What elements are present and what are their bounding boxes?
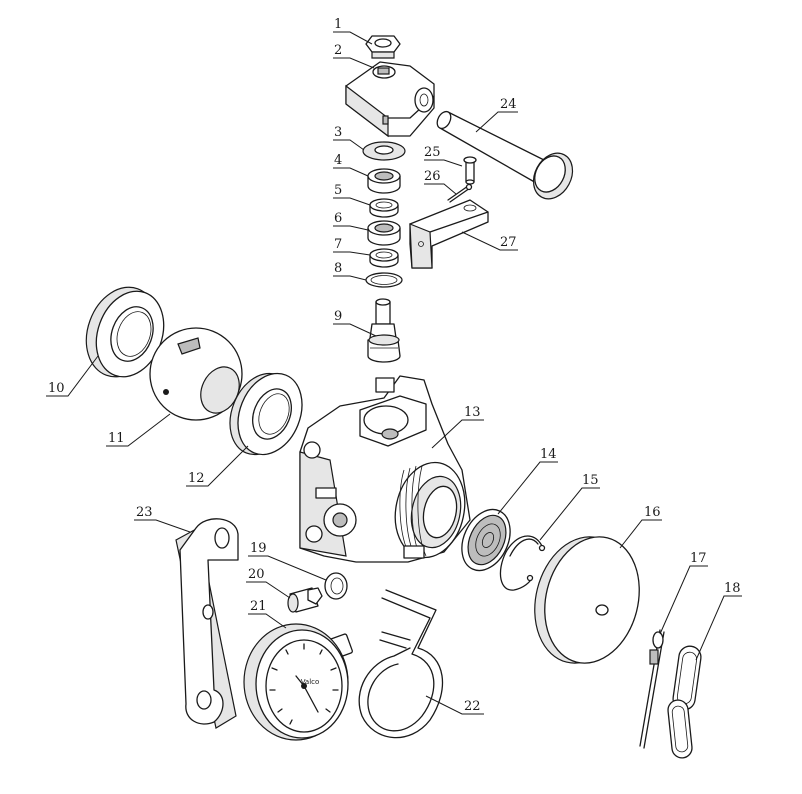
callout-23: 23 <box>136 505 153 520</box>
callout-22: 22 <box>464 699 481 714</box>
callout-24: 24 <box>500 97 517 112</box>
callout-13: 13 <box>464 405 481 420</box>
callout-3: 3 <box>334 125 342 140</box>
part-4-bushing <box>367 168 401 194</box>
callout-5: 5 <box>334 183 342 198</box>
gauge-tick-marks <box>269 643 339 725</box>
part-6-bearing <box>367 220 401 246</box>
callout-18: 18 <box>724 581 741 596</box>
callout-19: 19 <box>250 541 267 556</box>
part-10-seat-ring <box>85 286 165 378</box>
part-2-handle-lever <box>345 61 435 138</box>
part-1-hex-nut <box>365 35 401 59</box>
part-12-seat-ring <box>229 372 303 456</box>
part-14-strainer-disc <box>461 508 511 572</box>
callout-1: 1 <box>334 17 342 32</box>
part-24-long-pin <box>436 110 574 200</box>
part-17-lanyard <box>639 629 665 749</box>
part-18-chain-links <box>667 645 702 759</box>
callout-4: 4 <box>334 153 342 168</box>
part-8-o-ring <box>365 272 403 288</box>
callout-25: 25 <box>424 145 441 160</box>
part-20-plug <box>287 587 323 613</box>
callout-17: 17 <box>690 551 707 566</box>
part-27-bracket <box>409 199 489 269</box>
callout-9: 9 <box>334 309 342 324</box>
part-19-sealing-washer <box>324 572 348 600</box>
callout-14: 14 <box>540 447 557 462</box>
part-21-pressure-gauge: Valco <box>243 623 353 741</box>
part-13-valve-body <box>299 375 471 563</box>
part-23-flat-bracket <box>175 518 239 729</box>
callout-15: 15 <box>582 473 599 488</box>
gauge-brand-label: Valco <box>301 678 320 686</box>
callout-10: 10 <box>48 381 65 396</box>
callout-16: 16 <box>644 505 661 520</box>
callout-6: 6 <box>334 211 342 226</box>
callout-2: 2 <box>334 43 342 58</box>
part-11-ball <box>149 327 243 421</box>
leader-lines <box>46 31 742 715</box>
callout-21: 21 <box>250 599 267 614</box>
part-22-wire-handle <box>358 589 444 739</box>
callout-12: 12 <box>188 471 205 486</box>
callout-8: 8 <box>334 261 342 276</box>
part-26-cotter-pin <box>447 183 473 203</box>
part-25-clevis-pin <box>463 156 477 185</box>
part-5-ring <box>369 198 399 218</box>
callout-numbers: 1 2 3 4 5 6 7 8 9 10 11 12 13 14 15 16 1… <box>48 17 741 714</box>
callout-20: 20 <box>248 567 265 582</box>
callout-11: 11 <box>108 431 125 446</box>
part-15-snap-ring <box>499 535 546 591</box>
part-9-stem <box>367 298 401 363</box>
part-7-ring <box>369 248 399 268</box>
part-3-washer <box>362 141 406 161</box>
callout-26: 26 <box>424 169 441 184</box>
callout-27: 27 <box>500 235 517 250</box>
callout-7: 7 <box>334 237 342 252</box>
part-16-end-cap <box>534 536 640 664</box>
